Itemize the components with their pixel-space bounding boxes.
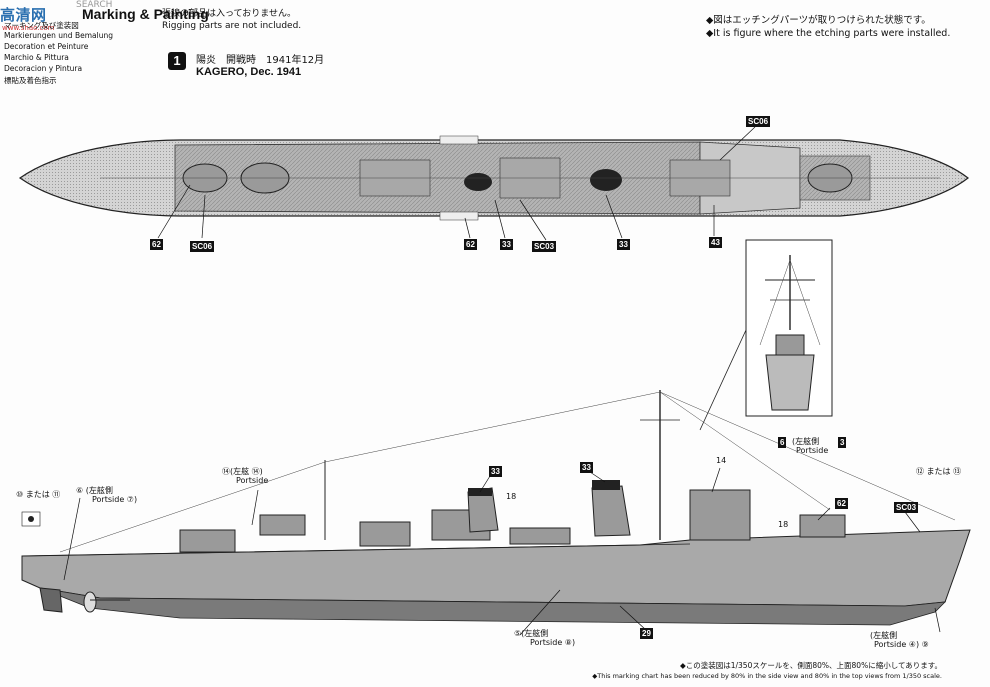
- callout-sc03-top: SC03: [532, 241, 557, 252]
- scheme-title-jp: 陽炎 開戦時 1941年12月: [196, 55, 325, 66]
- callout-33-b: 33: [617, 239, 630, 250]
- lang-line: 標貼及着色指示: [4, 76, 57, 85]
- side-leaders: [63, 467, 941, 636]
- label-12-13: ⑫ または ⑬: [916, 467, 962, 476]
- lang-line: マーキング及び塗装図: [4, 21, 79, 30]
- etching-note-jp: ◆図はエッチングパーツが取りつけられた状態です。: [706, 15, 931, 26]
- label-5-8-jp: ⑤(左舷側: [514, 629, 549, 638]
- scale-note-en: ◆This marking chart has been reduced by …: [592, 672, 942, 680]
- top-view: [18, 135, 969, 221]
- mast-detail-inset: [699, 239, 833, 431]
- rigging-note-jp: 張線の部品は入っておりません。: [162, 9, 297, 19]
- label-6-3-jp: (左舷側: [792, 437, 820, 446]
- callout-side-3: 3: [838, 437, 847, 448]
- rigging-note: 張線の部品は入っておりません。 Rigging parts are not in…: [162, 8, 301, 32]
- scheme-title-en: KAGERO, Dec. 1941: [196, 66, 302, 78]
- watermark-logo: 高清网: [0, 7, 47, 24]
- callout-43: 43: [709, 237, 722, 248]
- scheme-number-badge: 1: [168, 52, 186, 70]
- watermark-search: SEARCH: [76, 0, 113, 10]
- label-6-7-jp: ⑥ (左舷側: [76, 486, 113, 495]
- callout-side-62: 62: [835, 498, 848, 509]
- page-title: Marking & Painting: [82, 6, 209, 22]
- lang-line: Decoracion y Pintura: [4, 64, 83, 73]
- callout-side-29: 29: [640, 628, 653, 639]
- label-5-8-en: Portside ⑧): [530, 638, 576, 647]
- callout-62-b: 62: [464, 239, 477, 250]
- callout-side-33-b: 33: [580, 462, 593, 473]
- side-view: [21, 390, 971, 626]
- label-14-portside-en: Portside: [236, 476, 269, 485]
- etching-note-en: ◆It is figure where the etching parts we…: [706, 28, 951, 39]
- callout-sc06-top: SC06: [746, 116, 771, 127]
- callout-side-33-a: 33: [489, 466, 502, 477]
- watermark-url: www.shao.com: [2, 24, 55, 32]
- callout-33-a: 33: [500, 239, 513, 250]
- rigging-note-en: Rigging parts are not included.: [162, 21, 302, 31]
- callout-side-18-a: 18: [506, 492, 517, 501]
- callout-sc06-bottom: SC06: [190, 241, 215, 252]
- lang-line: Decoration et Peinture: [4, 42, 89, 51]
- label-14-portside-jp: ⑭(左舷 ⑭): [222, 467, 263, 476]
- callout-side-sc03: SC03: [894, 502, 919, 513]
- lang-line: Marchio & Pittura: [4, 53, 69, 62]
- label-10-11: ⑩ または ⑪: [16, 490, 61, 499]
- callout-side-14-a: 14: [716, 456, 727, 465]
- callout-side-18-b: 18: [778, 520, 789, 529]
- label-6-7-en: Portside ⑦): [92, 495, 138, 504]
- label-4-9-jp: (左舷側: [870, 631, 898, 640]
- lang-line: Markierungen und Bemalung: [4, 31, 113, 40]
- label-4-9-en: Portside ④) ⑨: [874, 640, 929, 649]
- label-6-3-en: Portside: [796, 446, 829, 455]
- top-leaders: [157, 126, 756, 241]
- scale-note-jp: ◆この塗装図は1/350スケールを、側面80%、上面80%に縮小してあります。: [679, 661, 942, 670]
- callout-62-a: 62: [150, 239, 163, 250]
- callout-side-6: 6: [778, 437, 787, 448]
